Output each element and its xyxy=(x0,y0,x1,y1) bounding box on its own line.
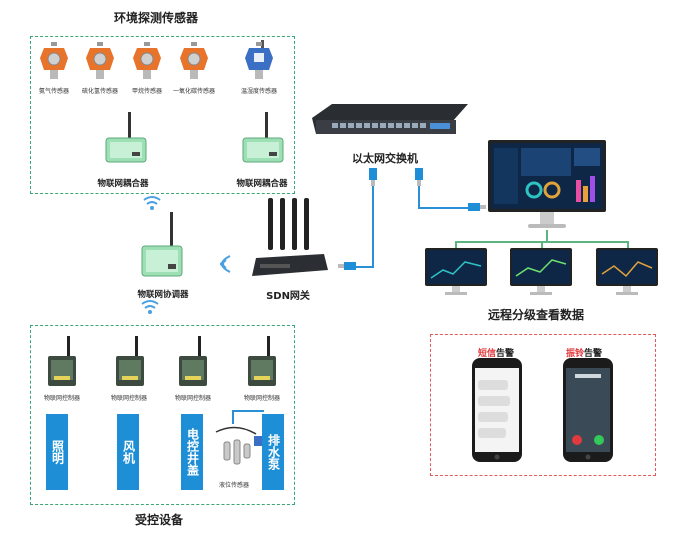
link-gateway-switch-h xyxy=(352,266,374,268)
device-lighting: 照明 xyxy=(46,414,68,490)
network-plug-icon xyxy=(338,262,356,270)
sensor-label-co: 一氧化碳传感器 xyxy=(172,88,215,95)
carbon-monoxide-sensor-icon xyxy=(180,42,208,79)
ringing-phone-icon xyxy=(563,358,613,462)
ammonia-sensor-icon xyxy=(40,42,68,79)
controller-label-2: 物联网控制器 xyxy=(110,395,147,402)
monitor-bus-v xyxy=(546,230,548,242)
device-drainage-pump-label: 排水泵 xyxy=(266,434,281,470)
level-sensor-label: 液位传感器 xyxy=(218,482,249,489)
link-switch-monitor-h xyxy=(418,207,470,209)
controller-label-4: 物联网控制器 xyxy=(243,395,280,402)
monitor-bus-drop-2 xyxy=(541,241,543,249)
main-monitor-icon xyxy=(488,140,606,228)
iot-coupler-icon xyxy=(242,112,284,163)
level-sensor-link-v xyxy=(232,410,234,424)
controlled-devices-title: 受控设备 xyxy=(135,513,184,527)
iot-controller-icon xyxy=(179,336,207,386)
client-monitor-icon xyxy=(510,248,572,295)
monitor-bus-drop-3 xyxy=(627,241,629,249)
link-gateway-switch-v xyxy=(372,186,374,266)
device-manhole-cover-label: 电控井盖 xyxy=(185,428,200,476)
wireless-signal-icon xyxy=(220,255,231,273)
sensor-label-methane: 甲烷传感器 xyxy=(131,88,162,95)
controller-label-3: 物联网控制器 xyxy=(174,395,211,402)
device-drainage-pump: 排水泵 xyxy=(262,414,284,490)
temperature-humidity-sensor-icon xyxy=(245,40,273,79)
sensor-label-h2s: 硫化氢传感器 xyxy=(81,88,118,95)
client-monitor-icon xyxy=(596,248,658,295)
env-sensors-title: 环境探测传感器 xyxy=(114,11,199,25)
sdn-gateway-icon xyxy=(252,198,328,276)
controlled-devices-box xyxy=(30,325,295,505)
sms-alert-suffix: 告警 xyxy=(496,349,515,359)
iot-controller-icon xyxy=(116,336,144,386)
link-switch-monitor-v xyxy=(418,186,420,208)
hydrogen-sulfide-sensor-icon xyxy=(86,42,114,79)
iot-coordinator-icon xyxy=(141,212,183,277)
wireless-signal-icon xyxy=(143,196,161,210)
sms-alert-prefix: 短信 xyxy=(478,349,497,359)
monitor-bus-drop-1 xyxy=(455,241,457,249)
alerts-box xyxy=(430,334,656,476)
client-monitor-icon xyxy=(425,248,487,295)
ring-alert-suffix: 告警 xyxy=(584,349,603,359)
ring-alert-title: 振铃告警 xyxy=(566,346,602,359)
ethernet-switch-icon xyxy=(312,104,468,134)
level-sensor-icon xyxy=(215,426,262,465)
sensor-label-ammonia: 氨气传感器 xyxy=(38,88,69,95)
sdn-gateway-label: SDN网关 xyxy=(266,291,310,302)
sms-phone-icon xyxy=(472,358,522,462)
level-sensor-link-h xyxy=(232,410,264,412)
network-plug-icon xyxy=(468,203,486,211)
methane-sensor-icon xyxy=(133,42,161,79)
ring-alert-prefix: 振铃 xyxy=(566,349,585,359)
remote-view-label: 远程分级查看数据 xyxy=(488,308,585,322)
sensor-label-temp-humidity: 温湿度传感器 xyxy=(240,88,277,95)
network-plug-icon xyxy=(415,168,423,186)
sms-alert-title: 短信告警 xyxy=(478,346,514,359)
ethernet-switch-label: 以太网交换机 xyxy=(352,152,418,165)
iot-controller-icon xyxy=(48,336,76,386)
network-plug-icon xyxy=(369,168,377,186)
wireless-signal-icon xyxy=(141,300,159,314)
coordinator-label: 物联网协调器 xyxy=(137,290,189,300)
coupler-label-2: 物联网耦合器 xyxy=(236,179,288,189)
device-fan: 风机 xyxy=(117,414,139,490)
coupler-label-1: 物联网耦合器 xyxy=(97,179,149,189)
iot-coupler-icon xyxy=(105,112,147,163)
device-manhole-cover: 电控井盖 xyxy=(181,414,203,490)
device-fan-label: 风机 xyxy=(121,440,136,464)
iot-controller-icon xyxy=(248,336,276,386)
controller-label-1: 物联网控制器 xyxy=(43,395,80,402)
env-sensors-box xyxy=(30,36,295,194)
device-lighting-label: 照明 xyxy=(50,440,65,464)
